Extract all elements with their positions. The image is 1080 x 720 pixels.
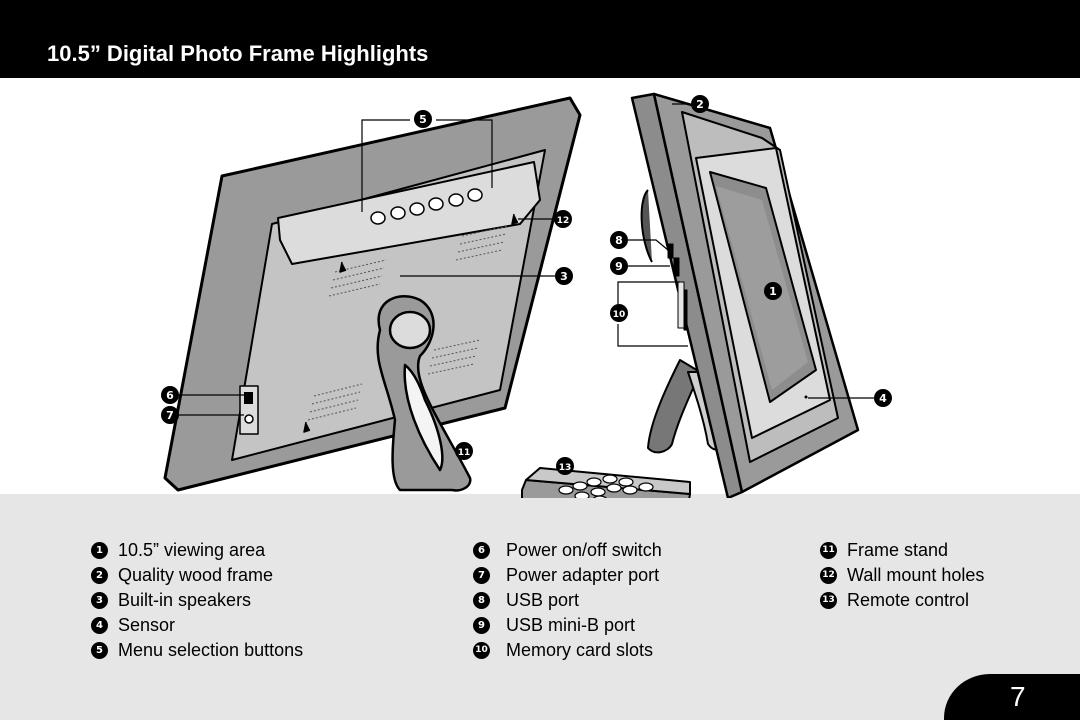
legend-number-badge: 13 [820, 592, 837, 609]
menu-buttons [370, 188, 483, 225]
legend-number-badge: 1 [91, 542, 108, 559]
legend-background [0, 494, 1080, 720]
callout-3: 3 [555, 267, 573, 285]
callout-badges: 1 2 3 4 5 6 7 8 9 10 11 12 13 [161, 95, 892, 475]
callout-6: 6 [161, 386, 179, 404]
legend-label: Menu selection buttons [118, 640, 304, 660]
page-number: 7 [1010, 681, 1026, 712]
legend-number-badge: 12 [820, 567, 837, 584]
legend-number-badge: 6 [473, 542, 490, 559]
frame-stand [376, 295, 472, 492]
leader-lines [178, 103, 874, 416]
legend-label: Frame stand [847, 540, 949, 560]
callout-12: 12 [554, 210, 572, 228]
legend-number-badge: 10 [473, 642, 490, 659]
svg-text:8: 8 [615, 234, 623, 247]
callout-10: 10 [610, 304, 628, 322]
svg-text:2: 2 [696, 98, 704, 111]
legend-number-badge: 7 [473, 567, 490, 584]
legend-number-badge: 5 [91, 642, 108, 659]
legend-label: Built-in speakers [118, 590, 252, 610]
legend-label: Memory card slots [506, 640, 654, 660]
callout-4: 4 [874, 389, 892, 407]
legend-label: Quality wood frame [118, 565, 274, 585]
legend-label: 10.5” viewing area [118, 540, 266, 560]
legend-label: USB port [506, 590, 580, 610]
speaker-grilles [307, 225, 509, 421]
header-bar: 10.5” Digital Photo Frame Highlights [0, 0, 1080, 78]
svg-text:1: 1 [769, 285, 777, 298]
legend-number-badge: 8 [473, 592, 490, 609]
legend-number-badge: 3 [91, 592, 108, 609]
callout-1: 1 [764, 282, 782, 300]
callout-7: 7 [161, 406, 179, 424]
legend-label: USB mini-B port [506, 615, 636, 635]
remote-control [521, 467, 691, 498]
svg-text:6: 6 [166, 389, 174, 402]
svg-text:5: 5 [419, 113, 427, 126]
svg-text:9: 9 [615, 260, 623, 273]
callout-2: 2 [691, 95, 709, 113]
callout-8: 8 [610, 231, 628, 249]
callout-9: 9 [610, 257, 628, 275]
legend-number-badge: 2 [91, 567, 108, 584]
legend-label: Wall mount holes [847, 565, 985, 585]
svg-text:10: 10 [613, 310, 626, 320]
callout-11: 11 [455, 442, 473, 460]
legend-label: Power on/off switch [506, 540, 662, 560]
callout-13: 13 [556, 457, 574, 475]
svg-text:3: 3 [560, 270, 568, 283]
legend-number-badge: 4 [91, 617, 108, 634]
svg-text:11: 11 [458, 448, 471, 458]
legend-label: Sensor [118, 615, 176, 635]
page-title: 10.5” Digital Photo Frame Highlights [47, 41, 429, 66]
legend-number-badge: 11 [820, 542, 837, 559]
svg-text:7: 7 [166, 409, 174, 422]
legend-label: Power adapter port [506, 565, 660, 585]
legend-label: Remote control [847, 590, 970, 610]
svg-text:13: 13 [559, 463, 572, 473]
product-diagram: 1 2 3 4 5 6 7 8 9 10 11 12 13 [161, 92, 892, 498]
callout-5: 5 [414, 110, 432, 128]
side-ports [667, 243, 688, 331]
legend-number-badge: 9 [473, 617, 490, 634]
frame-side-view [630, 92, 860, 498]
page-number-tab [944, 674, 1080, 720]
svg-text:12: 12 [557, 216, 570, 226]
frame-back-view [163, 96, 582, 492]
svg-text:4: 4 [879, 392, 887, 405]
